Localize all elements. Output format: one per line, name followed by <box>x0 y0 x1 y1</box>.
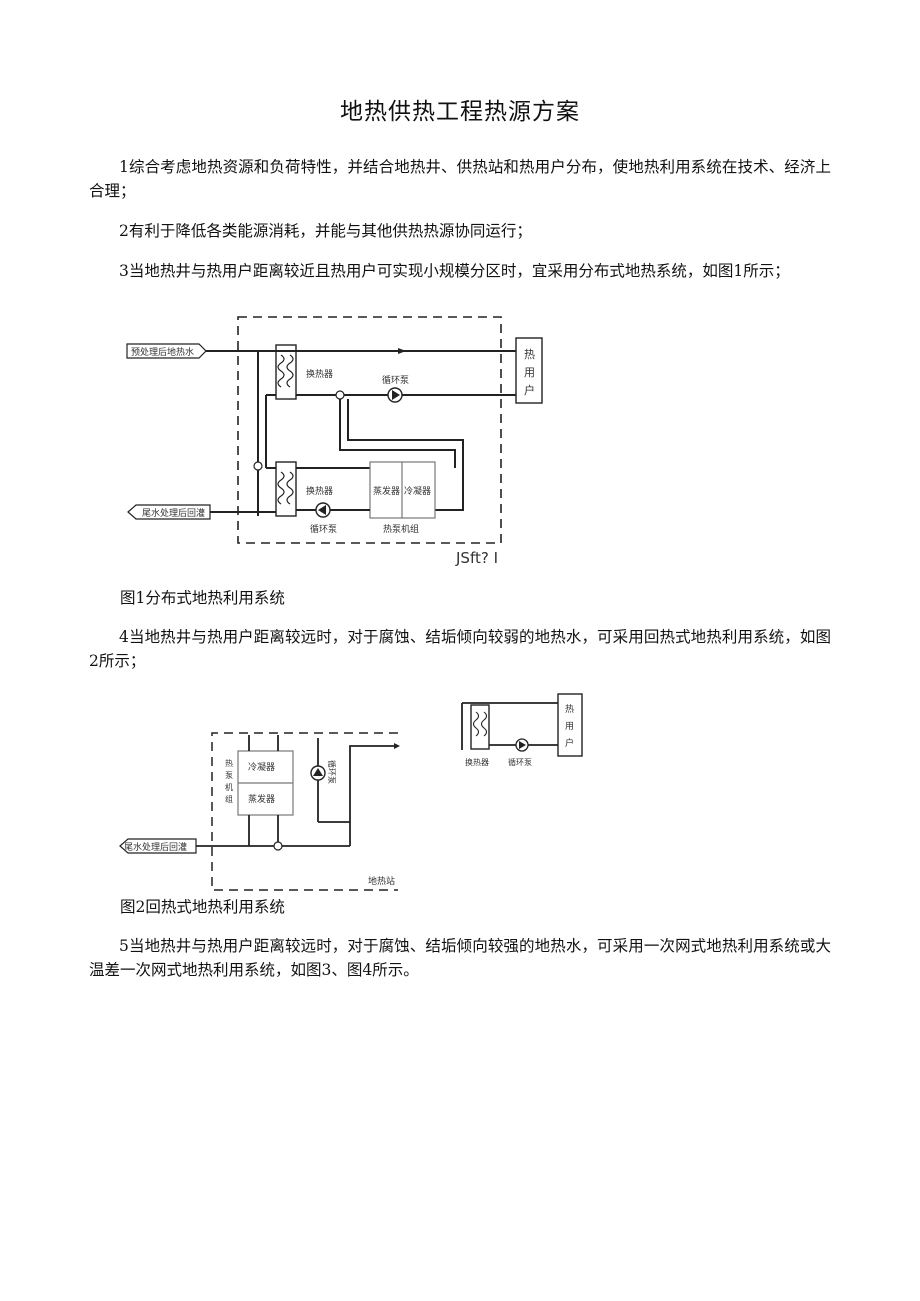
fig2-pump-label: 循环泵 <box>327 760 337 784</box>
paragraph-3: 3当地热井与热用户距离较近且热用户可实现小规模分区时，宜采用分布式地热系统，如图… <box>119 262 790 280</box>
fig2-user-3: 户 <box>565 737 574 749</box>
fig1-outlet-label: 尾水处理后回灌 <box>142 507 205 519</box>
paragraph-5: 5当地热井与热用户距离较远时，对于腐蚀、结垢倾向较强的地热水，可采用一次网式地热… <box>89 937 831 979</box>
fig1-ocr-label: JSft? I <box>455 549 498 567</box>
fig2-user-2: 用 <box>565 721 574 732</box>
figure-2-caption: 图2回热式地热利用系统 <box>120 898 285 916</box>
fig1-inlet-label: 预处理后地热水 <box>131 346 194 358</box>
fig1-user-box <box>515 337 543 404</box>
fig2-user-box <box>557 693 583 757</box>
fig1-hx-top <box>275 344 297 400</box>
fig1-user-3: 户 <box>524 383 535 397</box>
fig2-evaporator-label: 蒸发器 <box>248 793 275 805</box>
fig2-hx-label: 换热器 <box>465 757 489 767</box>
fig1-pump-bottom <box>315 502 331 518</box>
fig1-user-2: 用 <box>524 366 535 379</box>
fig2-condenser-label: 冷凝器 <box>248 761 275 773</box>
fig1-user-1: 热 <box>524 348 535 361</box>
fig1-evaporator-label: 蒸发器 <box>373 485 400 497</box>
fig2-hx <box>470 704 490 750</box>
fig1-pump-bottom-label: 循环泵 <box>310 523 337 535</box>
fig2-pump2-label: 循环泵 <box>508 757 532 767</box>
fig1-heatpump-label: 热泵机组 <box>383 523 419 535</box>
paragraph-1: 1综合考虑地热资源和负荷特性，并结合地热井、供热站和热用户分布，使地热利用系统在… <box>89 158 831 200</box>
fig1-boundary <box>237 316 502 544</box>
page-title: 地热供热工程热源方案 <box>340 99 580 125</box>
figure-1-caption: 图1分布式地热利用系统 <box>120 589 285 607</box>
fig1-pump-top-label: 循环泵 <box>382 374 409 386</box>
paragraph-2: 2有利于降低各类能源消耗，并能与其他供热热源协同运行； <box>119 222 532 240</box>
fig2-unit-2: 泵 <box>225 771 233 780</box>
fig2-pump <box>310 765 326 781</box>
fig2-heatpump-unit <box>237 750 294 816</box>
fig2-unit-3: 机 <box>225 782 233 792</box>
fig1-hx-bottom-label: 换热器 <box>306 485 333 497</box>
paragraph-4: 4当地热井与热用户距离较远时，对于腐蚀、结垢倾向较弱的地热水，可采用回热式地热利… <box>89 628 831 670</box>
fig1-hx-top-label: 换热器 <box>306 368 333 380</box>
fig2-outlet-label: 尾水处理后回灌 <box>124 841 187 853</box>
fig2-pump-right <box>515 738 529 752</box>
fig2-user-1: 热 <box>565 703 574 715</box>
fig1-heatpump-unit <box>369 461 436 519</box>
fig2-unit-4: 组 <box>225 794 233 804</box>
fig2-station-label: 地热站 <box>368 875 395 887</box>
fig2-unit-1: 热 <box>225 758 233 768</box>
fig1-condenser-label: 冷凝器 <box>404 485 431 497</box>
fig1-hx-bottom <box>275 461 297 517</box>
fig1-pump-top <box>387 387 403 403</box>
